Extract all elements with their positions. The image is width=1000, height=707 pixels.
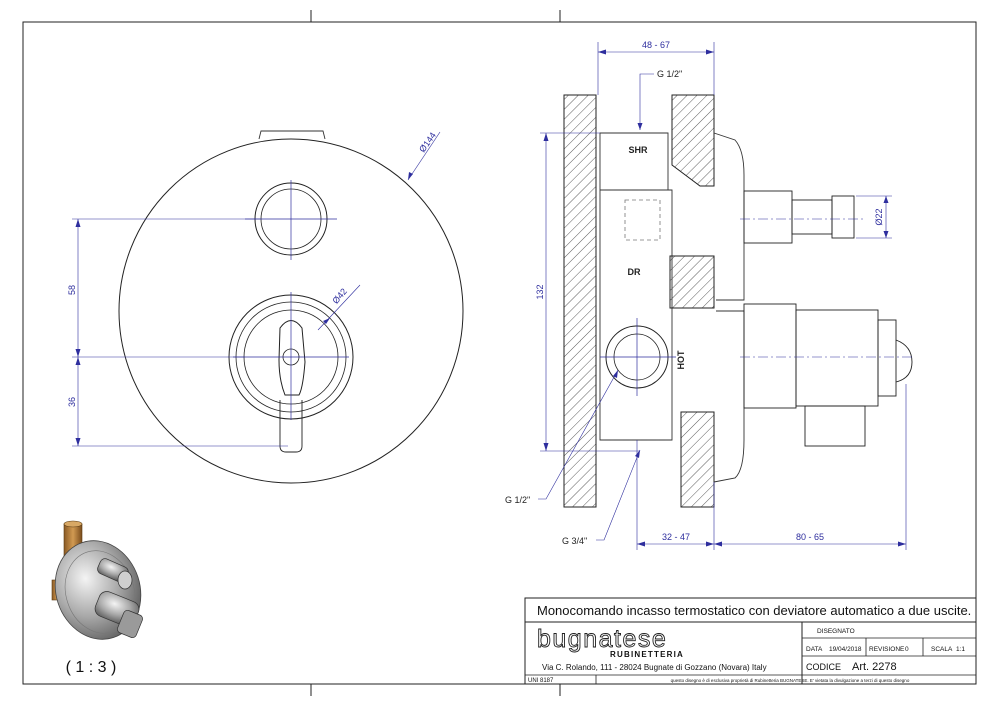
product-thumbnail: ( 1 : 3 )	[51, 520, 143, 676]
thumbnail-scale: ( 1 : 3 )	[66, 659, 117, 676]
port-deviator-label: DR	[628, 267, 641, 277]
brand-subtitle: RUBINETTERIA	[610, 650, 684, 659]
dim-bottom-right: 80 - 65	[796, 532, 824, 542]
company-address: Via C. Rolando, 111 - 28024 Bugnate di G…	[542, 663, 767, 672]
codice-label: CODICE	[806, 662, 841, 672]
side-section-view: SHR DR HOT	[563, 94, 915, 508]
uni-label: UNI 8187	[528, 678, 554, 684]
section-upper	[671, 94, 715, 187]
thread-bottom-left-label: G 1/2"	[505, 495, 530, 505]
dim-shaft-diameter: Ø22	[874, 208, 884, 225]
dim-top-width: 48 - 67	[642, 40, 670, 50]
dim-lower-height: 36	[67, 397, 77, 407]
cover-plate	[118, 138, 464, 484]
data-value: 19/04/2018	[829, 646, 862, 653]
port-hot-label: HOT	[676, 350, 686, 370]
section-lower	[680, 411, 715, 508]
thread-bottom-label: G 3/4"	[562, 536, 587, 546]
dim-knob-diameter: Ø42	[330, 286, 349, 305]
front-view-dimensions: 58 36 Ø42 Ø144	[67, 130, 441, 447]
side-view-dimensions: 48 - 67 132 Ø22 32 - 47 80 - 65 G 1/2" G…	[505, 40, 907, 550]
dim-upper-height: 58	[67, 285, 77, 295]
disegnato-label: DISEGNATO	[817, 628, 855, 635]
dim-total-height: 132	[535, 284, 545, 299]
valve-body	[599, 132, 673, 441]
revisione-value: 0	[905, 646, 909, 653]
title-block: Monocomando incasso termostatico con dev…	[524, 597, 977, 685]
revisione-label: REVISIONE	[869, 646, 905, 653]
brand-logo: bugnatese	[537, 625, 667, 653]
data-label: DATA	[806, 646, 823, 653]
scala-label: SCALA	[931, 646, 953, 653]
knob-lever	[278, 320, 306, 396]
codice-value: Art. 2278	[852, 661, 897, 673]
wall-plate	[563, 94, 597, 508]
dim-outer-diameter: Ø144	[417, 130, 438, 154]
dim-bottom-left: 32 - 47	[662, 532, 690, 542]
port-shower-label: SHR	[628, 145, 648, 155]
disclaimer-text: questo disegno è di esclusiva proprietà …	[671, 678, 910, 683]
front-view	[118, 130, 464, 484]
drawing-title: Monocomando incasso termostatico con dev…	[537, 603, 971, 618]
drawing-frame	[22, 10, 977, 696]
thread-top-label: G 1/2"	[657, 69, 682, 79]
scala-value: 1:1	[956, 646, 965, 653]
section-middle	[669, 255, 715, 309]
